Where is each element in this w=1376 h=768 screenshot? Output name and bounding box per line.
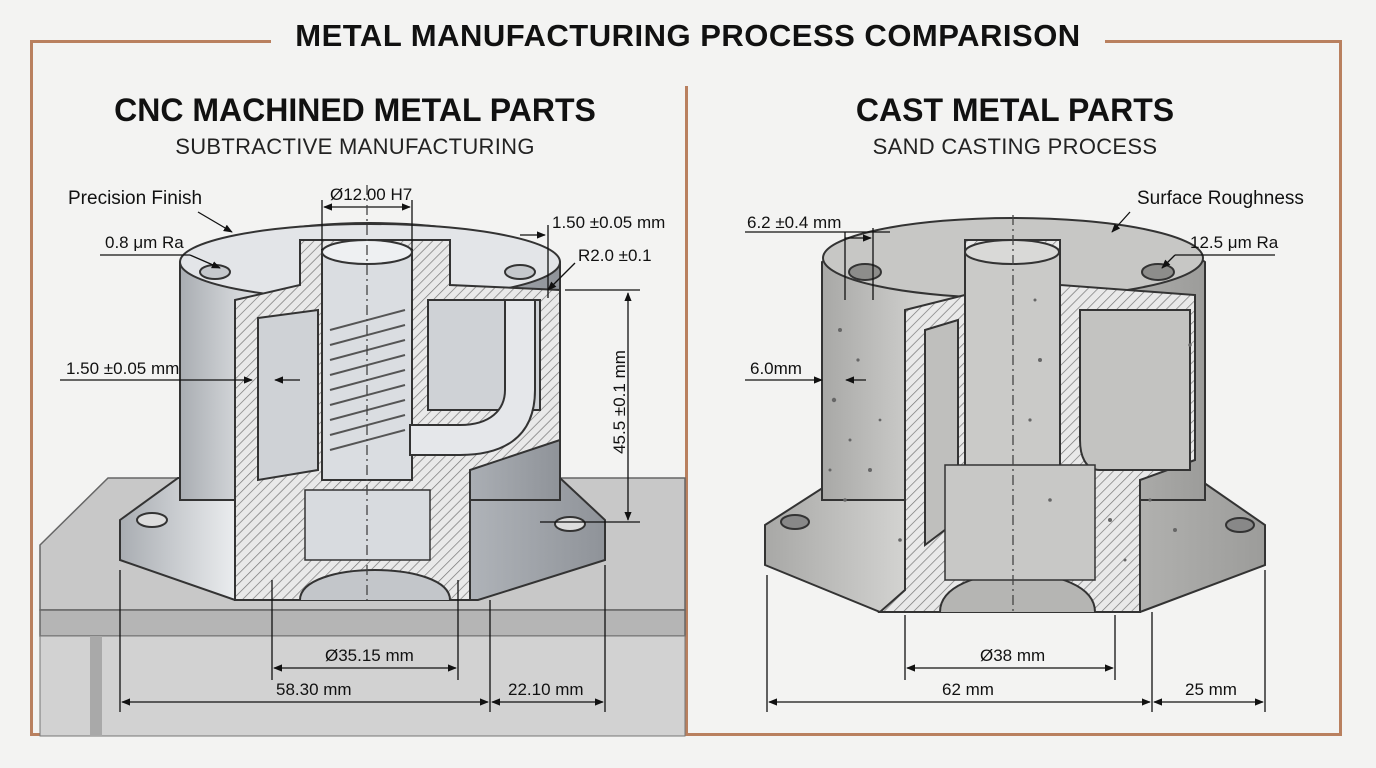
left-heading: CNC MACHINED METAL PARTS xyxy=(114,92,596,128)
height-label: 45.5 ±0.1 mm xyxy=(610,350,629,454)
surface-roughness-label: Surface Roughness xyxy=(1137,188,1304,209)
cnc-flange-label: 22.10 mm xyxy=(508,680,584,699)
title-wrap: METAL MANUFACTURING PROCESS COMPARISON xyxy=(0,18,1376,54)
cast-inner-dia-label: Ø38 mm xyxy=(980,646,1046,665)
cnc-width-label: 58.30 mm xyxy=(276,680,352,699)
cast-ra-label: 12.5 μm Ra xyxy=(1190,233,1279,252)
left-subheading: SUBTRACTIVE MANUFACTURING xyxy=(175,134,535,159)
cnc-ra-label: 0.8 μm Ra xyxy=(105,233,184,252)
cast-part xyxy=(764,217,1266,613)
cnc-inner-dia-label: Ø35.15 mm xyxy=(325,646,414,665)
cast-texture xyxy=(828,298,1192,562)
panel-divider xyxy=(685,86,688,736)
main-title: METAL MANUFACTURING PROCESS COMPARISON xyxy=(271,18,1105,54)
cast-width-label: 62 mm xyxy=(942,680,994,699)
bore-dia-label: Ø12.00 H7 xyxy=(330,185,413,204)
cnc-dimensions xyxy=(60,185,640,712)
cast-hole-label: 6.2 ±0.4 mm xyxy=(747,213,842,232)
top-wall-label: 1.50 ±0.05 mm xyxy=(552,213,666,232)
cast-flange-label: 25 mm xyxy=(1185,680,1237,699)
cast-wall-label: 6.0mm xyxy=(750,359,802,378)
cast-dimensions xyxy=(745,211,1275,712)
right-heading: CAST METAL PARTS xyxy=(855,92,1175,128)
precision-finish-label: Precision Finish xyxy=(68,188,203,209)
radius-label: R2.0 ±0.1 xyxy=(578,246,652,265)
right-subheading: SAND CASTING PROCESS xyxy=(872,134,1158,159)
cnc-part xyxy=(119,222,606,601)
side-wall-label: 1.50 ±0.05 mm xyxy=(66,359,180,378)
